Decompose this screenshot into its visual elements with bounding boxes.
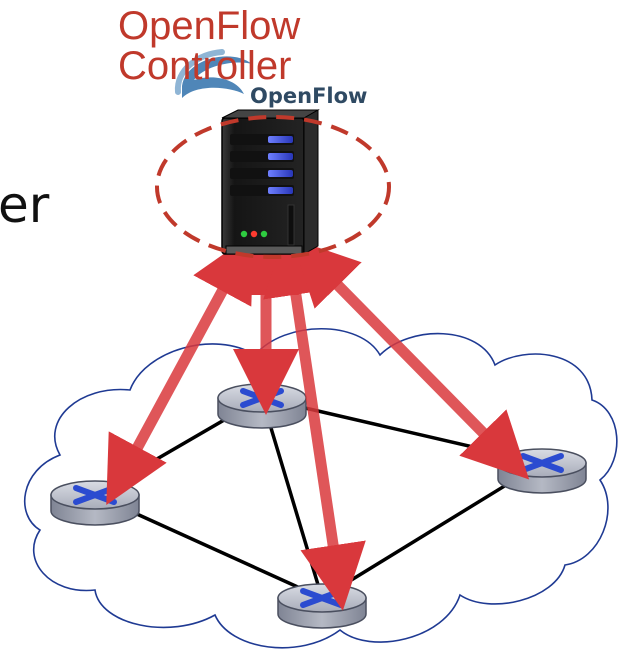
router-right — [497, 448, 587, 494]
controller-ring — [155, 115, 391, 259]
status-led-red — [250, 230, 258, 238]
router-top — [217, 383, 307, 429]
side-text: er — [0, 176, 50, 234]
server-icon — [221, 109, 320, 255]
router-left — [50, 480, 140, 526]
openflow-logo-text: OpenFlow — [250, 84, 367, 108]
openflow-logo-icon: OpenFlow — [174, 49, 367, 108]
controller-label-line2: Controller — [118, 44, 292, 88]
router-icon — [50, 480, 140, 526]
router-icon — [217, 383, 307, 429]
controller-label: OpenFlow Controller — [118, 6, 300, 86]
router-icon — [277, 583, 367, 629]
server-bays — [230, 134, 294, 196]
control-arrows — [106, 229, 530, 611]
arrow-controller-left — [106, 232, 254, 506]
status-led-green-2 — [260, 230, 268, 238]
status-led-green — [240, 230, 248, 238]
arrow-controller-right — [291, 238, 530, 480]
router-bottom — [277, 583, 367, 629]
router-icon — [497, 448, 587, 494]
controller-label-line1: OpenFlow — [118, 4, 301, 48]
